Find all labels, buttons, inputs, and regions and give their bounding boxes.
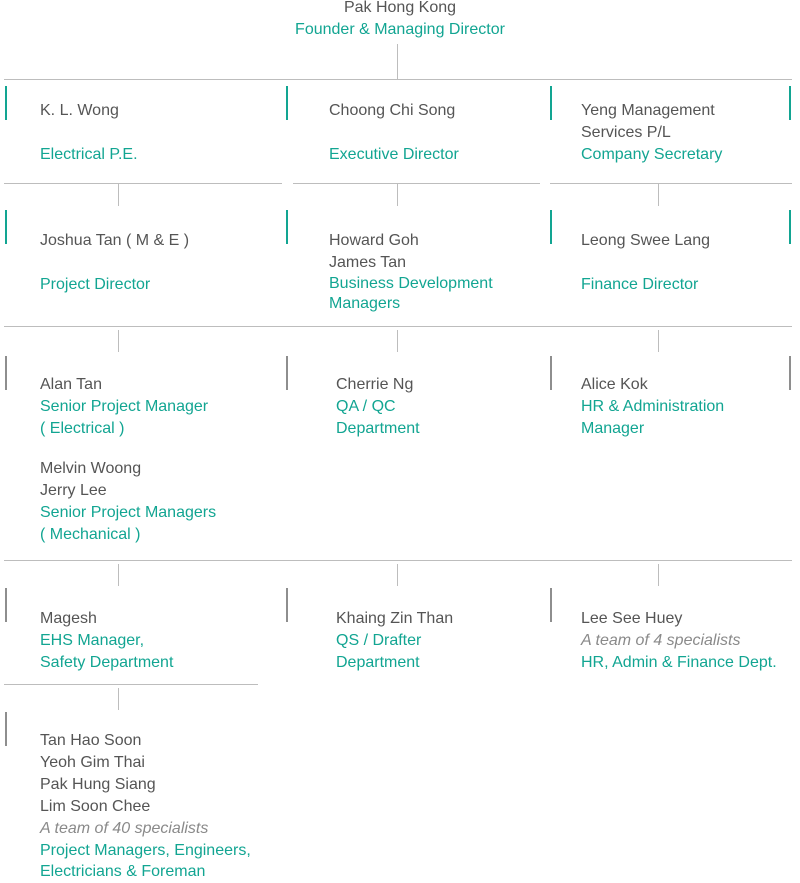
row4-col3-name: Lee See Huey xyxy=(581,610,683,627)
accent-bar-row4-col3-left xyxy=(550,588,552,622)
row2-col3-name: Leong Swee Lang xyxy=(581,232,710,249)
row1-col3-role: Company Secretary xyxy=(581,146,723,163)
row5-col1-role-line2: Electricians & Foreman xyxy=(40,863,206,880)
row3-col1-role2-line2: ( Mechanical ) xyxy=(40,526,141,543)
accent-bar-row1-col1 xyxy=(5,86,7,120)
accent-bar-row2-col1 xyxy=(5,210,7,244)
connector-top-vertical xyxy=(397,44,398,79)
connector-row2-horizontal xyxy=(4,326,792,327)
row4-col3-role: HR, Admin & Finance Dept. xyxy=(581,654,777,671)
row1-col3-name-line1: Yeng Management xyxy=(581,102,715,119)
accent-bar-row3-col3-right xyxy=(789,356,791,390)
accent-bar-row5-col1 xyxy=(5,712,7,746)
accent-bar-row2-col2-left xyxy=(286,210,288,244)
row2-col1-name: Joshua Tan ( M & E ) xyxy=(40,232,190,249)
accent-bar-row2-col3-right xyxy=(789,210,791,244)
row2-col2-name1: Howard Goh xyxy=(329,232,419,249)
row3-col1-role-line2: ( Electrical ) xyxy=(40,420,125,437)
row3-col1-role2-line1: Senior Project Managers xyxy=(40,504,217,521)
row4-col2-role-line1: QS / Drafter xyxy=(336,632,422,649)
accent-bar-row4-col1 xyxy=(5,588,7,622)
connector-row1-col1-bottom xyxy=(4,183,282,184)
row3-col3-name: Alice Kok xyxy=(581,376,648,393)
connector-row3-col3-vertical xyxy=(658,564,659,586)
connector-row1-col1-vertical xyxy=(118,184,119,206)
connector-row3-horizontal xyxy=(4,560,792,561)
accent-bar-row3-col3-left xyxy=(550,356,552,390)
row5-col1-note: A team of 40 specialists xyxy=(40,820,209,837)
connector-row3-col2-vertical xyxy=(397,564,398,586)
row5-col1-name-2: Yeoh Gim Thai xyxy=(40,754,145,771)
row5-col1-role-line1: Project Managers, Engineers, xyxy=(40,842,251,859)
row3-col2-name: Cherrie Ng xyxy=(336,376,414,393)
accent-bar-row3-col1 xyxy=(5,356,7,390)
row3-col1-role-line1: Senior Project Manager xyxy=(40,398,209,415)
row2-col2-role-line2: Managers xyxy=(329,295,401,312)
row3-col3-role-line2: Manager xyxy=(581,420,645,437)
row5-col1-name-1: Tan Hao Soon xyxy=(40,732,142,749)
row3-col2-role-line1: QA / QC xyxy=(336,398,396,415)
accent-bar-row1-col3-right xyxy=(789,86,791,120)
row5-col1-name-3: Pak Hung Siang xyxy=(40,776,156,793)
row4-col2-role-line2: Department xyxy=(336,654,420,671)
row5-col1-name-4: Lim Soon Chee xyxy=(40,798,151,815)
accent-bar-row1-col3-left xyxy=(550,86,552,120)
top-role: Founder & Managing Director xyxy=(295,21,505,38)
row1-col2-role: Executive Director xyxy=(329,146,459,163)
connector-row4-col1-bottom xyxy=(4,684,258,685)
row2-col2-role-line1: Business Development xyxy=(329,275,493,292)
connector-row1-col2-vertical xyxy=(397,184,398,206)
accent-bar-row1-col2-left xyxy=(286,86,288,120)
row2-col3-role: Finance Director xyxy=(581,276,699,293)
row3-col1-name2: Melvin Woong xyxy=(40,460,142,477)
connector-row2-col3-vertical xyxy=(658,330,659,352)
row4-col1-role-line1: EHS Manager, xyxy=(40,632,145,649)
connector-row2-col2-vertical xyxy=(397,330,398,352)
row4-col3-note: A team of 4 specialists xyxy=(581,632,741,649)
row1-col1-role: Electrical P.E. xyxy=(40,146,138,163)
row2-col1-role: Project Director xyxy=(40,276,151,293)
connector-row1-col3-vertical xyxy=(658,184,659,206)
row4-col1-role-line2: Safety Department xyxy=(40,654,174,671)
accent-bar-row4-col2-left xyxy=(286,588,288,622)
row4-col1-name: Magesh xyxy=(40,610,97,627)
connector-row2-col1-vertical xyxy=(118,330,119,352)
row3-col3-role-line1: HR & Administration xyxy=(581,398,725,415)
row3-col2-role-line2: Department xyxy=(336,420,420,437)
row1-col2-name: Choong Chi Song xyxy=(329,102,456,119)
row2-col2-name2: James Tan xyxy=(329,254,407,271)
row1-col3-name-line2: Services P/L xyxy=(581,124,671,141)
row4-col2-name: Khaing Zin Than xyxy=(336,610,454,627)
connector-row1-col2-bottom xyxy=(293,183,540,184)
connector-row4-col1-vertical xyxy=(118,688,119,710)
accent-bar-row2-col3-left xyxy=(550,210,552,244)
connector-row1-horizontal xyxy=(4,79,792,80)
accent-bar-row3-col2-left xyxy=(286,356,288,390)
row3-col1-name: Alan Tan xyxy=(40,376,102,393)
connector-row1-col3-bottom xyxy=(550,183,792,184)
top-name: Pak Hong Kong xyxy=(343,0,457,16)
row3-col1-name3: Jerry Lee xyxy=(40,482,107,499)
row1-col1-name: K. L. Wong xyxy=(40,102,119,119)
connector-row3-col1-vertical xyxy=(118,564,119,586)
